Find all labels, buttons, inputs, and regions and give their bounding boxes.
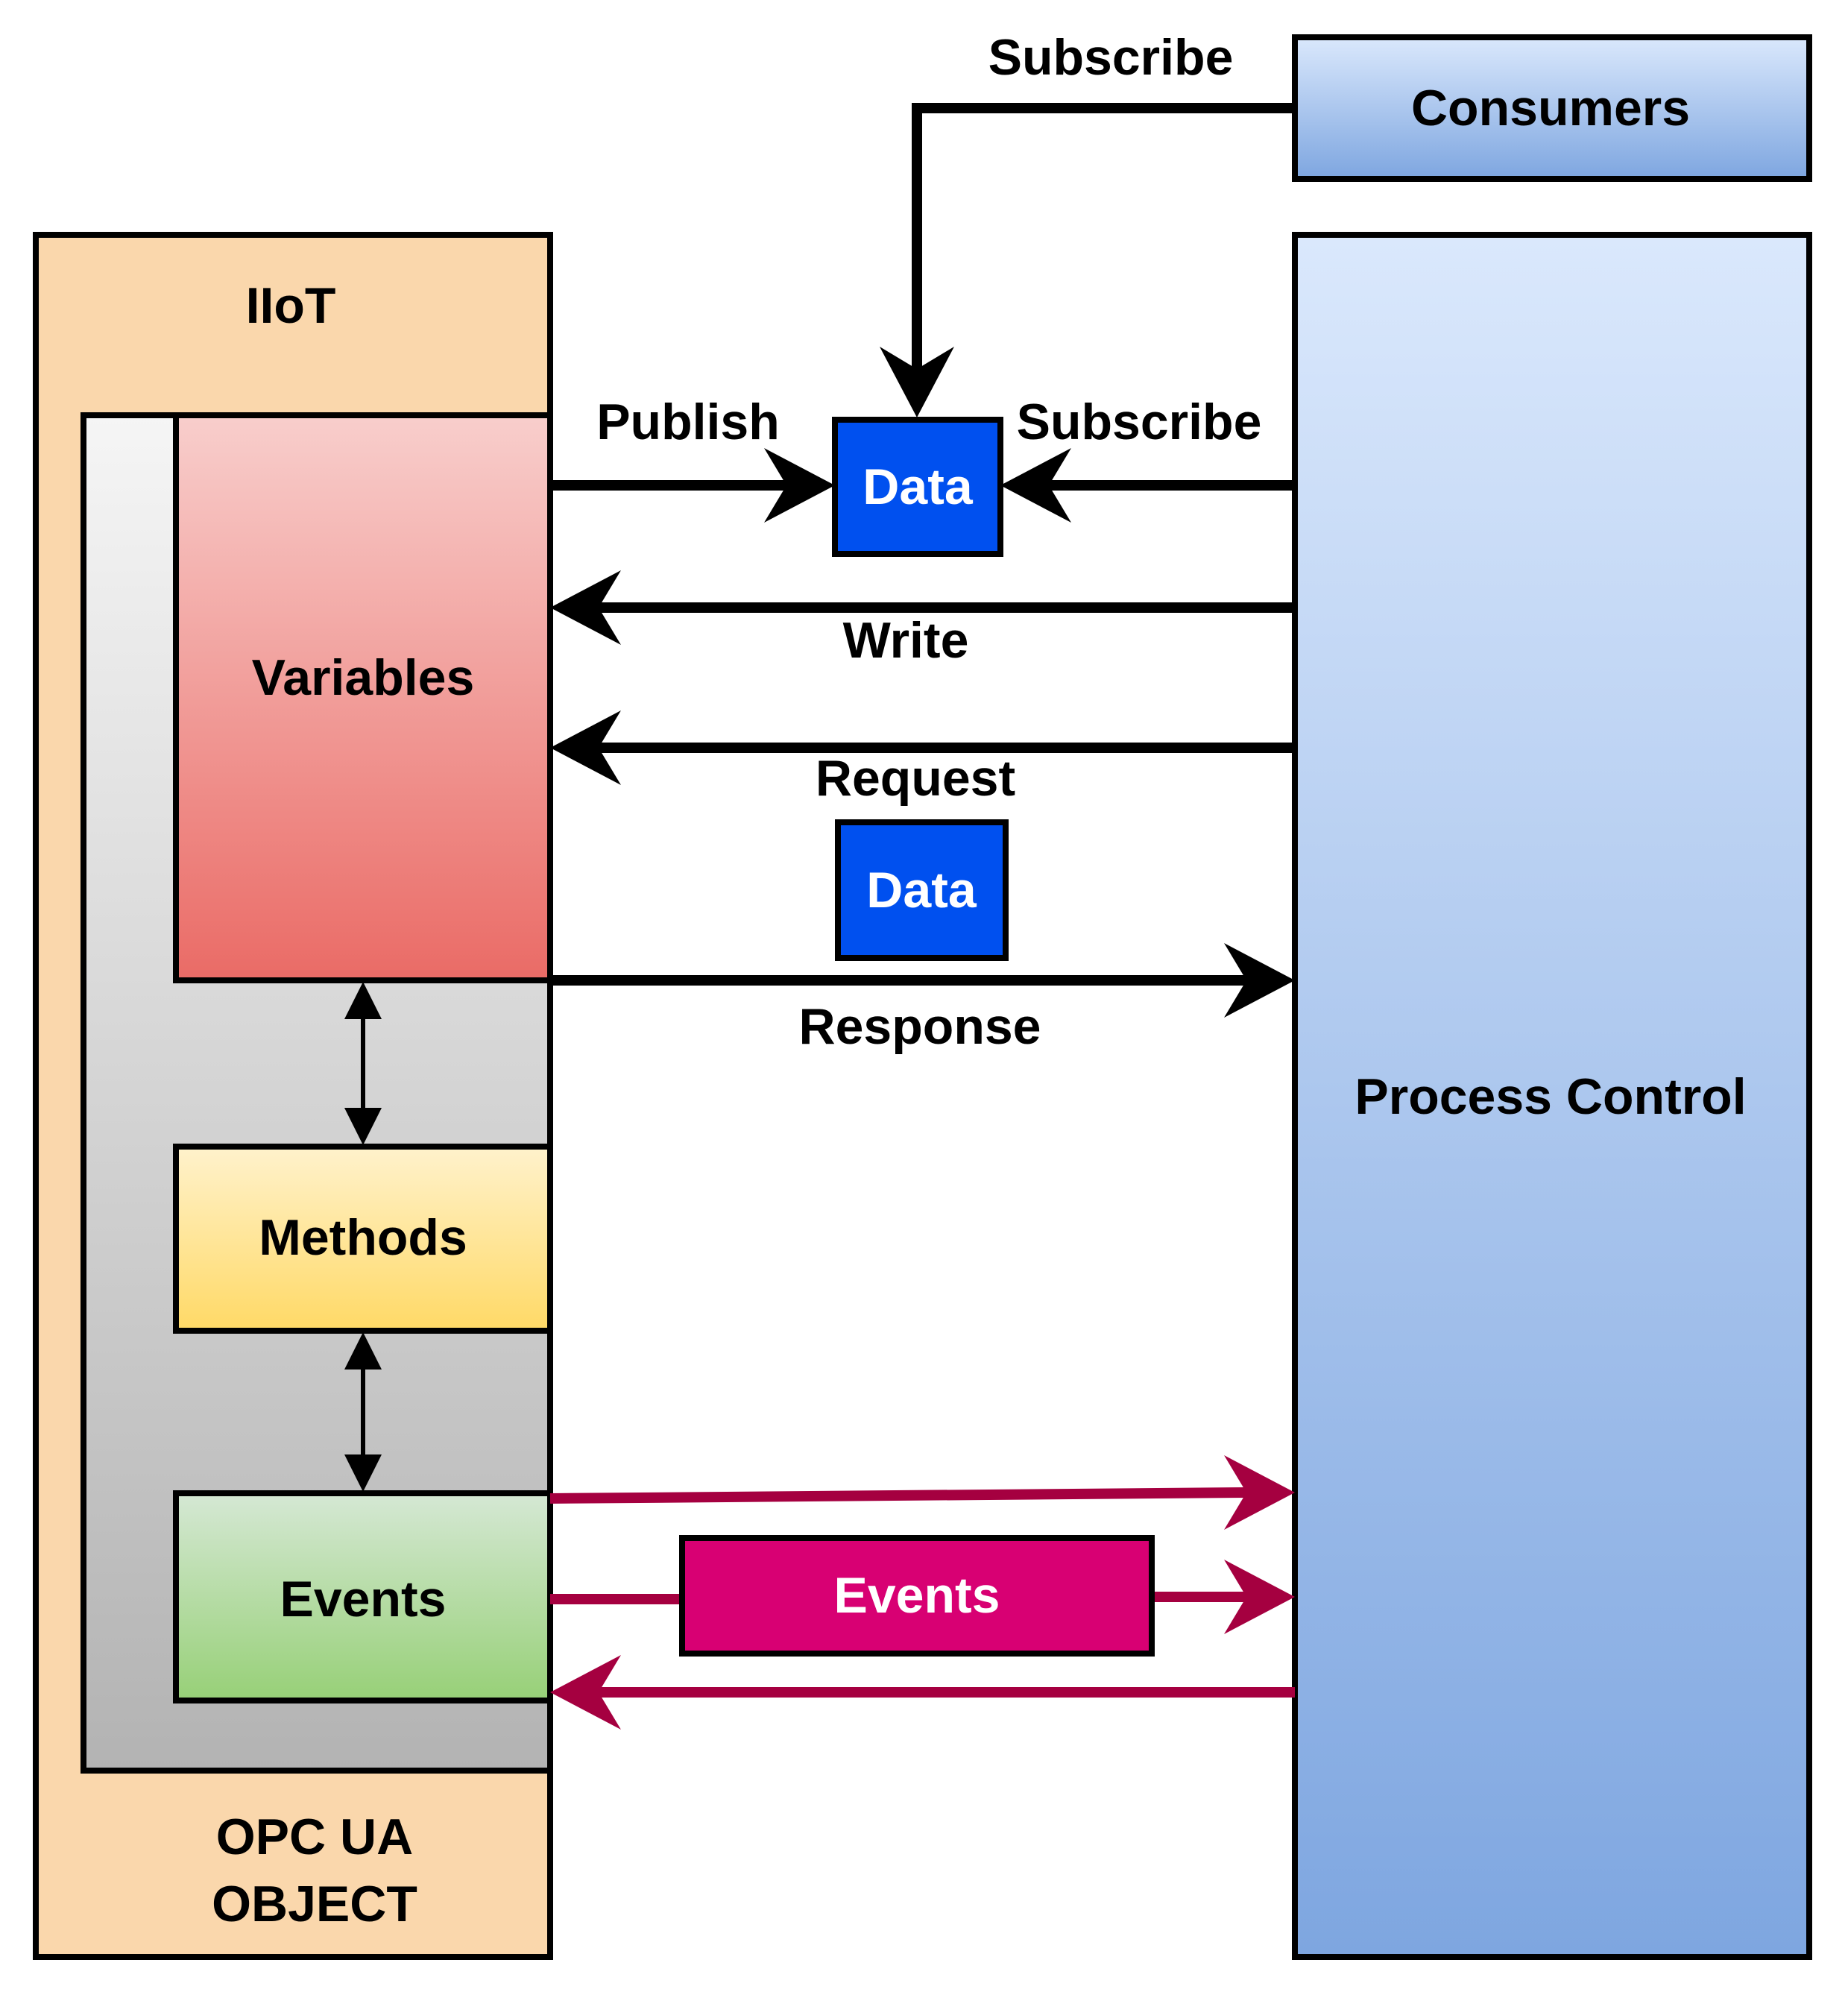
data-top-label: Data [862,458,974,515]
events-node: Events [173,1490,553,1703]
variables-methods-double-arrow [344,982,382,1145]
publish-arrow [550,448,835,523]
consumers-label: Consumers [1411,80,1690,136]
data-top-node: Data [832,417,1003,557]
request-arrow [550,710,1295,785]
process-subscribe-arrow [1000,448,1295,523]
events-message-label: Events [834,1567,1000,1624]
variables-node: Variables [173,412,553,983]
subscribe-mid-label: Subscribe [1017,394,1262,450]
events-out-arrow-mid [550,1560,1295,1634]
variables-label: Variables [252,649,475,706]
methods-node: Methods [173,1144,553,1334]
response-label: Response [799,998,1041,1055]
iiot-footer-object: OBJECT [212,1876,417,1932]
consumers-node: Consumers [1292,34,1812,182]
response-arrow [550,943,1295,1018]
events-in-arrow [550,1655,1295,1730]
process-control-node: Process Control [1292,232,1812,1960]
consumers-subscribe-arrow [880,103,1295,417]
methods-events-double-arrow [344,1332,382,1492]
iiot-footer-opc-ua: OPC UA [216,1809,413,1865]
events-node-label: Events [280,1571,447,1627]
write-label: Write [843,612,969,669]
methods-label: Methods [259,1209,467,1266]
process-control-label: Process Control [1355,1068,1746,1125]
events-message-node: Events [679,1535,1155,1657]
data-mid-label: Data [866,862,977,918]
publish-label: Publish [596,394,780,450]
request-label: Request [816,750,1015,807]
subscribe-top-label: Subscribe [988,29,1234,86]
iiot-title: IIoT [246,277,336,334]
data-mid-node: Data [835,819,1009,961]
events-out-arrow-top [549,1455,1295,1530]
write-arrow [550,570,1295,645]
